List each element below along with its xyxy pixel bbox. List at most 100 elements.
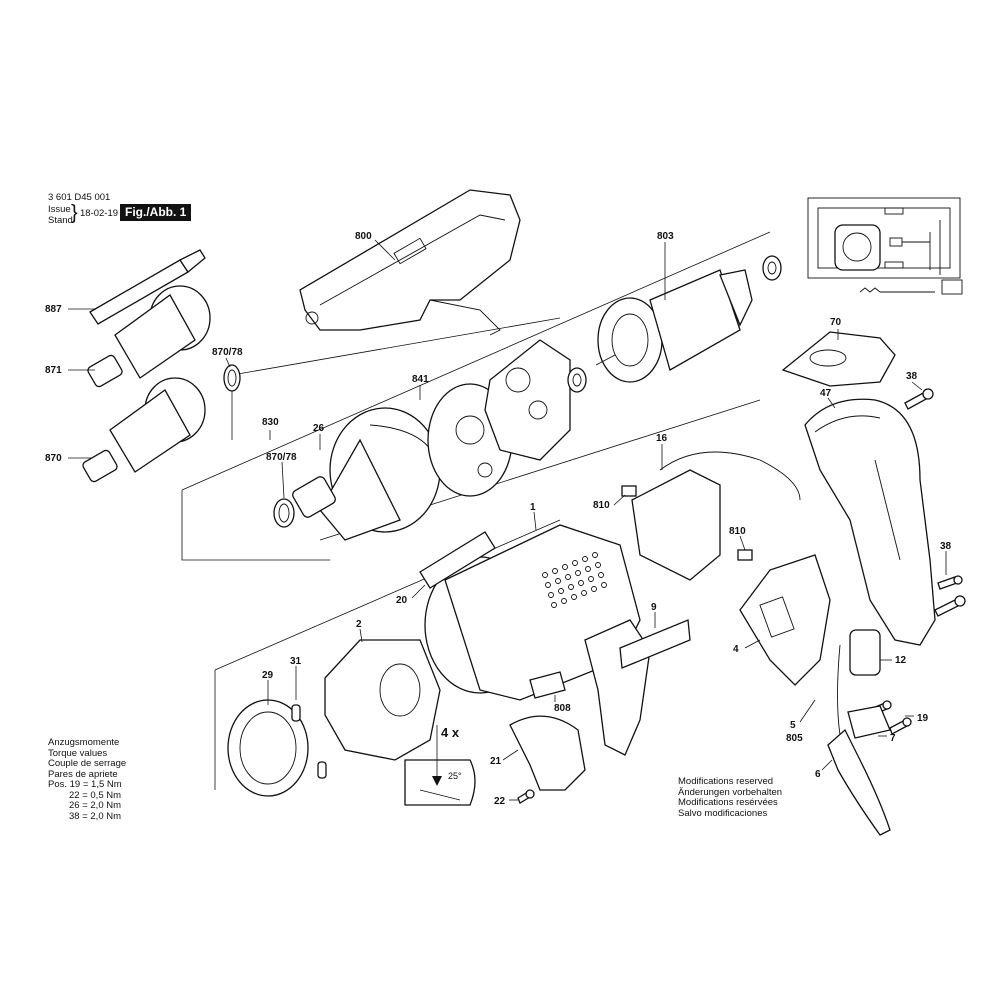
part-870-78-ring-lower (273, 498, 295, 528)
vent-dot (592, 552, 598, 558)
part-47-handle-housing (804, 398, 936, 646)
torque-line: Anzugsmomente (48, 737, 120, 748)
callout-19-text: 19 (917, 713, 929, 724)
vent-dot (558, 588, 564, 594)
figure-badge: Fig./Abb. 1 (120, 204, 192, 221)
callout-12: 12 (880, 655, 907, 666)
vent-dot (575, 570, 581, 576)
callout-9-text: 9 (651, 602, 657, 613)
vent-dot (565, 574, 571, 580)
callout-810-left: 810 (593, 494, 626, 511)
wiring-schematic (807, 197, 963, 295)
vent-dot (578, 580, 584, 586)
issue-label: Issue Stand (48, 204, 73, 226)
vent-dot (561, 598, 567, 604)
part-6-cable (827, 644, 891, 836)
vent-dot (601, 582, 607, 588)
callout-31-text: 31 (290, 656, 302, 667)
torque-line: Couple de serrage (48, 758, 127, 769)
callout-2: 2 (356, 619, 363, 643)
part-70-cover (781, 331, 896, 387)
part-12-capacitor (849, 629, 881, 676)
callout-20-text: 20 (396, 595, 408, 606)
issue-brace: } (71, 202, 78, 224)
callout-808-text: 808 (554, 703, 571, 714)
callout-805-text: 805 (786, 733, 803, 744)
part-20-label (419, 531, 496, 589)
callout-800: 800 (355, 231, 396, 261)
callout-870-text: 870 (45, 453, 62, 464)
callout-9: 9 (651, 602, 657, 628)
callout-12-text: 12 (895, 655, 907, 666)
callout-800-text: 800 (355, 231, 372, 242)
part-830-gear-housing (292, 407, 441, 541)
vent-dot (551, 602, 557, 608)
vent-dot (562, 564, 568, 570)
issue-label-de: Stand (48, 215, 73, 226)
part-bearing-plate (484, 339, 571, 461)
vent-dot (545, 582, 551, 588)
vent-dot (568, 584, 574, 590)
callout-870-78-upper-text: 870/78 (212, 347, 243, 358)
bearings (567, 255, 782, 393)
callout-38-lower: 38 (940, 541, 952, 575)
modification-line: Modifications resérvées (678, 797, 778, 808)
part-21-cover (509, 715, 586, 791)
callout-5-text: 5 (790, 720, 796, 731)
callout-70-text: 70 (830, 317, 842, 328)
callout-21: 21 (490, 749, 519, 767)
screws-38 (904, 388, 966, 617)
torque-line: Torque values (48, 747, 108, 759)
callout-16: 16 (656, 433, 668, 470)
vent-dot (581, 590, 587, 596)
angle-detail (404, 725, 476, 806)
callout-20: 20 (396, 584, 426, 606)
issue-label-en: Issue (48, 204, 71, 215)
part-800-screw-attachment (299, 189, 521, 336)
modification-line: Änderungen vorbehalten (678, 786, 783, 798)
torque-notes: Anzugsmomente Torque values Couple de se… (48, 737, 127, 822)
modification-notes: Modifications reserved Änderungen vorbeh… (678, 776, 783, 819)
callout-810-right: 810 (729, 526, 746, 551)
callout-31: 31 (290, 656, 302, 700)
part-871-depth-locator (87, 285, 211, 388)
vent-dot (598, 572, 604, 578)
callout-871: 871 (45, 365, 95, 376)
part-2-field (324, 639, 441, 761)
vent-dot (571, 594, 577, 600)
callout-7-text: 7 (890, 733, 896, 744)
vent-dot (555, 578, 561, 584)
callout-805: 805 (786, 733, 803, 744)
callout-870-78-lower-text: 870/78 (266, 452, 297, 463)
callout-16-text: 16 (656, 433, 668, 444)
callout-870-78-upper: 870/78 (212, 347, 243, 368)
vent-dot (591, 586, 597, 592)
vent-dot (588, 576, 594, 582)
torque-line: Pos. 19 = 1,5 Nm (48, 779, 122, 790)
callout-26-text: 26 (313, 423, 325, 434)
vent-dot (595, 562, 601, 568)
callout-4: 4 (733, 639, 761, 655)
callout-870-78-lower: 870/78 (266, 452, 297, 499)
part-803-armature (595, 269, 753, 383)
callout-841: 841 (412, 374, 429, 400)
torque-line: 22 = 0,5 Nm (69, 789, 122, 801)
callout-47-text: 47 (820, 388, 832, 399)
callout-2-text: 2 (356, 619, 362, 630)
callout-47: 47 (820, 388, 836, 409)
part-9-label (619, 619, 691, 669)
part-870-depth-locator (82, 377, 206, 483)
part-808-label (529, 671, 566, 699)
callout-38-upper-text: 38 (906, 371, 918, 382)
callout-70: 70 (830, 317, 842, 340)
part-887-bit-holder (89, 249, 206, 325)
callout-841-text: 841 (412, 374, 429, 385)
vent-dot (572, 560, 578, 566)
callout-5: 5 (790, 699, 816, 731)
angle-degree-text: 25° (448, 771, 462, 781)
callout-22: 22 (494, 796, 518, 807)
drawing-number: 3 601 D45 001 (48, 192, 111, 203)
callout-830-text: 830 (262, 417, 279, 428)
part-4-switch (739, 554, 831, 686)
